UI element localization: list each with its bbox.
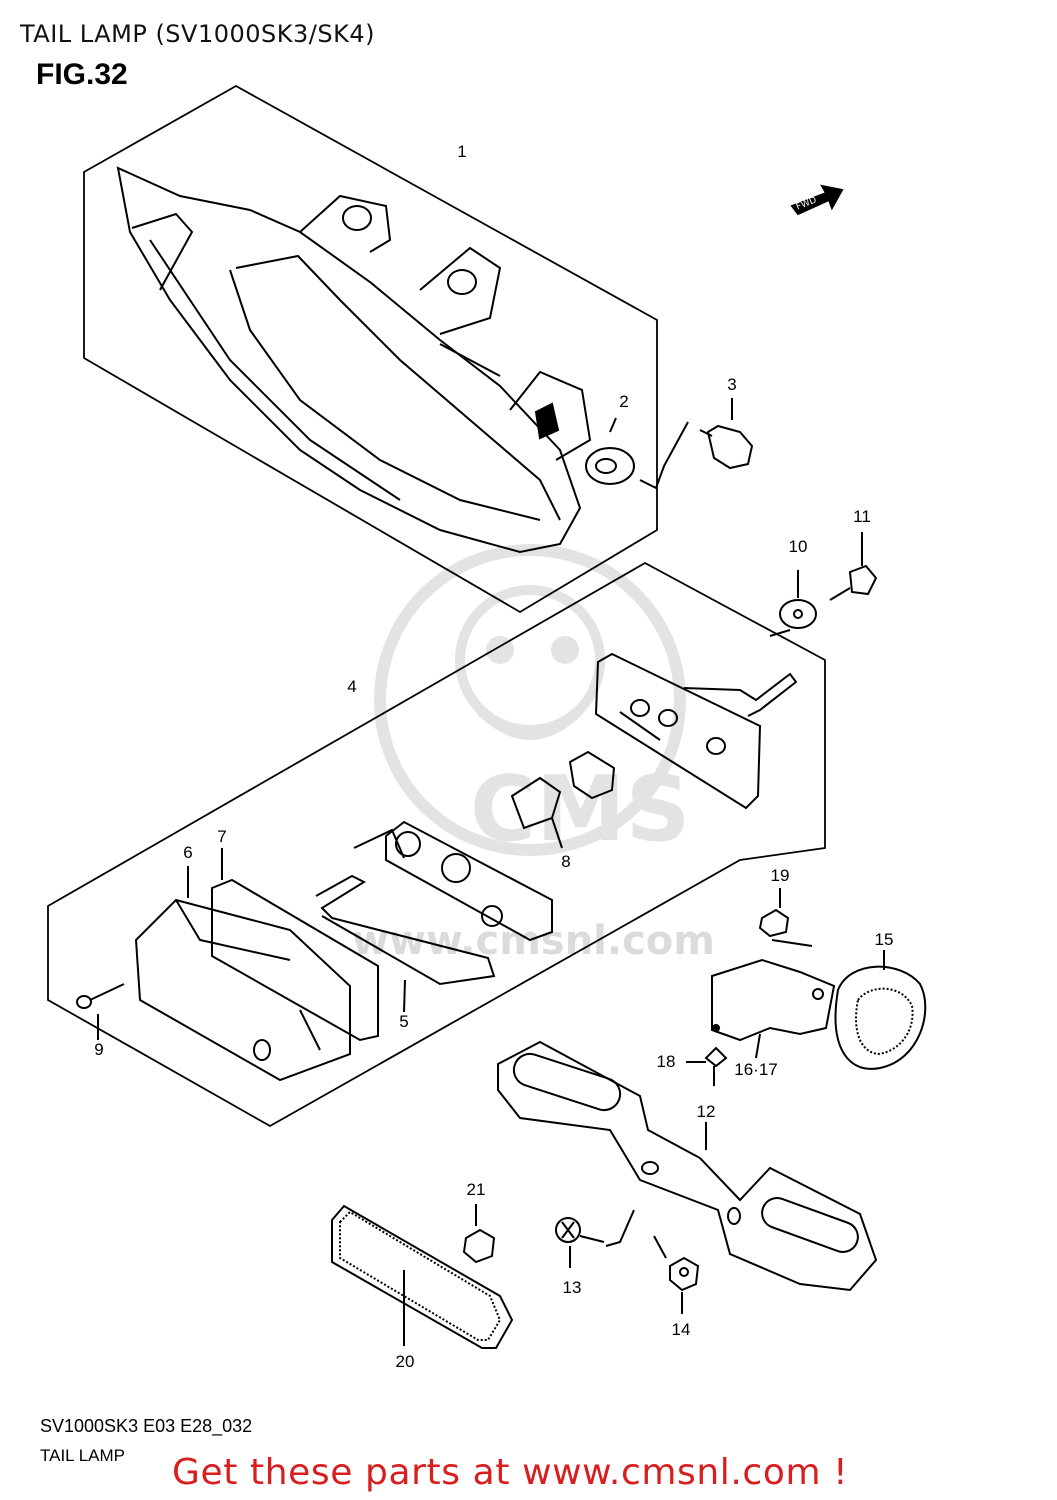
callout-10: 10 [788, 537, 808, 556]
part-9-screw [76, 983, 125, 1040]
frame-part-1 [83, 84, 658, 614]
part-14-nut [653, 1235, 700, 1314]
callout-11: 11 [853, 507, 871, 526]
promo-banner[interactable]: Get these parts at www.cmsnl.com ! [172, 1452, 849, 1493]
callout-1: 1 [457, 142, 467, 161]
part-16-17-bracket [711, 958, 836, 1059]
callout-6: 6 [183, 843, 193, 862]
watermark-url: www.cmsnl.com [352, 918, 715, 964]
callout-14: 14 [671, 1320, 691, 1339]
part-3-nut [639, 398, 754, 490]
part-8-bulb [510, 750, 616, 849]
svg-text:CMS: CMS [470, 757, 690, 862]
callout-13: 13 [562, 1278, 582, 1297]
part-18-bolt [686, 1046, 728, 1086]
callout-3: 3 [727, 375, 737, 394]
callout-4: 4 [347, 677, 357, 696]
part-5-lens-frame [315, 820, 553, 1013]
part-19-nut [758, 888, 813, 947]
part-11-screw [829, 532, 878, 601]
part-7-gasket [211, 848, 379, 1042]
callout-8: 8 [561, 852, 571, 871]
callout-15: 15 [874, 930, 894, 949]
callout-16-17: 16·17 [734, 1060, 778, 1079]
cms-watermark-logo: CMS [374, 544, 690, 862]
figure-number: FIG.32 [36, 58, 128, 91]
callout-19: 19 [770, 866, 790, 885]
part-13-screw [555, 1209, 635, 1268]
page-title: TAIL LAMP (SV1000SK3/SK4) [20, 20, 375, 48]
fwd-arrow-icon [790, 184, 844, 216]
callout-5: 5 [399, 1012, 409, 1031]
callout-9: 9 [94, 1040, 104, 1059]
callout-12: 12 [696, 1102, 716, 1121]
part-2-grommet [585, 417, 635, 485]
part-1-tail-lamp-housing [116, 166, 592, 554]
frame-part-4 [47, 561, 826, 1128]
part-20-rect-reflector [331, 1204, 514, 1349]
part-10-washer [769, 570, 817, 637]
callout-2: 2 [619, 392, 629, 411]
model-code: SV1000SK3 E03 E28_032 [40, 1416, 253, 1436]
section-name: TAIL LAMP [40, 1446, 126, 1465]
part-21-nut [462, 1204, 496, 1264]
part-6-lens [134, 866, 351, 1082]
callout-21: 21 [466, 1180, 486, 1199]
callout-7: 7 [217, 827, 227, 846]
part-15-round-reflector [834, 950, 927, 1070]
callout-18: 18 [656, 1052, 676, 1071]
callout-20: 20 [395, 1352, 415, 1371]
part-4-lamp-base [594, 652, 798, 810]
part-12-plate-bracket [497, 1040, 878, 1292]
